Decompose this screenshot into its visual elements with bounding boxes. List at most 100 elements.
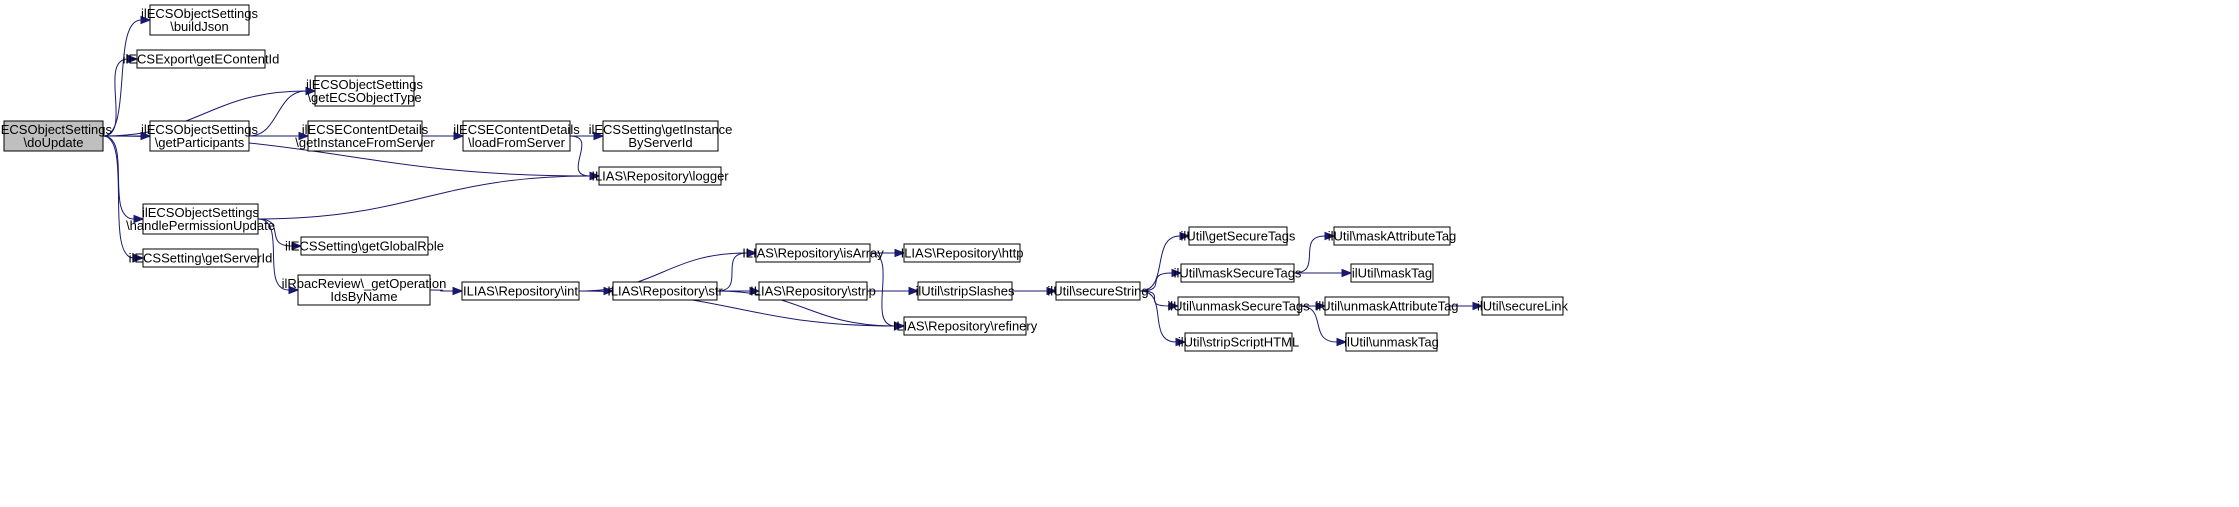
edge-loadFromServer-to-getInstanceByServerId bbox=[570, 131, 605, 141]
node-label: ILIAS\Repository\strip bbox=[750, 284, 876, 299]
node-label: ilECSSetting\getServerId bbox=[129, 251, 273, 266]
node-box bbox=[314, 75, 415, 107]
node-strip[interactable]: ILIAS\Repository\strip bbox=[750, 281, 876, 301]
node-box bbox=[1177, 296, 1300, 316]
node-isArray[interactable]: ILIAS\Repository\isArray bbox=[742, 243, 884, 263]
node-str[interactable]: ILIAS\Repository\str bbox=[607, 281, 723, 301]
node-box bbox=[1184, 332, 1293, 352]
arrowhead-icon bbox=[1472, 301, 1484, 311]
arrowhead-icon bbox=[894, 321, 906, 331]
node-getSecureTags[interactable]: ilUtil\getSecureTags bbox=[1181, 226, 1296, 246]
node-box bbox=[758, 281, 868, 301]
node-box bbox=[1345, 332, 1438, 352]
node-label: ilECSObjectSettings bbox=[142, 205, 260, 220]
node-stripSlashes[interactable]: ilUtil\stripSlashes bbox=[916, 281, 1015, 301]
arrowhead-icon bbox=[1046, 286, 1058, 296]
node-secureString[interactable]: ilUtil\secureString bbox=[1047, 281, 1149, 301]
node-getParticipants[interactable]: ilECSObjectSettings\getParticipants bbox=[141, 120, 259, 152]
node-box bbox=[462, 120, 571, 152]
node-box bbox=[903, 243, 1021, 263]
node-maskSecureTags[interactable]: ilUtil\maskSecureTags bbox=[1174, 263, 1302, 283]
node-getGlobalRole[interactable]: ilECSSetting\getGlobalRole bbox=[285, 236, 444, 256]
node-getEContentId[interactable]: ilECSExport\getEContentId bbox=[123, 49, 280, 69]
node-label: ilUtil\secureString bbox=[1047, 284, 1148, 299]
node-label: ilUtil\secureLink bbox=[1477, 299, 1569, 314]
node-label: \getECSObjectType bbox=[307, 90, 421, 105]
edge-line bbox=[569, 135, 591, 177]
node-label: ILIAS\Repository\refinery bbox=[893, 319, 1038, 334]
node-stripScriptHTML[interactable]: ilUtil\stripScriptHTML bbox=[1178, 332, 1299, 352]
node-box bbox=[612, 281, 718, 301]
node-getServerId[interactable]: ilECSSetting\getServerId bbox=[129, 248, 273, 268]
arrowhead-icon bbox=[305, 86, 317, 96]
node-doUpdate[interactable]: ilECSObjectSettings\doUpdate bbox=[0, 120, 113, 152]
edge-secureString-to-getSecureTags bbox=[1139, 231, 1191, 292]
edge-getParticipants-to-getECSObjectType bbox=[248, 86, 317, 137]
arrowhead-icon bbox=[1336, 337, 1348, 347]
node-label: ilUtil\maskTag bbox=[1352, 266, 1432, 281]
arrowhead-icon bbox=[593, 131, 605, 141]
node-refinery[interactable]: ILIAS\Repository\refinery bbox=[893, 316, 1038, 336]
node-getInstanceFromServer[interactable]: ilECSEContentDetails\getInstanceFromServ… bbox=[295, 120, 435, 152]
edge-maskSecureTags-to-maskAttributeTag bbox=[1293, 231, 1336, 274]
node-unmaskSecureTags[interactable]: ilUtil\unmaskSecureTags bbox=[1167, 296, 1310, 316]
node-secureLink[interactable]: ilUtil\secureLink bbox=[1477, 296, 1569, 316]
arrowhead-icon bbox=[1324, 231, 1336, 241]
arrowhead-icon bbox=[749, 286, 761, 296]
node-label: \getInstanceFromServer bbox=[295, 135, 435, 150]
edge-line bbox=[716, 252, 748, 292]
node-box bbox=[755, 243, 871, 263]
node-box bbox=[1350, 263, 1434, 283]
arrowhead-icon bbox=[1341, 268, 1353, 278]
edge-line bbox=[716, 290, 896, 327]
node-label: ilUtil\unmaskSecureTags bbox=[1167, 299, 1310, 314]
arrowhead-icon bbox=[1179, 231, 1191, 241]
edge-line bbox=[102, 58, 129, 137]
node-buildJson[interactable]: ilECSObjectSettings\buildJson bbox=[141, 4, 259, 36]
node-handlePermissionUpdate[interactable]: ilECSObjectSettings\handlePermissionUpda… bbox=[126, 203, 275, 235]
node-int[interactable]: ILIAS\Repository\int bbox=[461, 281, 580, 301]
node-unmaskTag[interactable]: ilUtil\unmaskTag bbox=[1344, 332, 1439, 352]
arrowhead-icon bbox=[1175, 337, 1187, 347]
node-http[interactable]: ILIAS\Repository\http bbox=[901, 243, 1024, 263]
node-logger[interactable]: ILIAS\Repository\logger bbox=[591, 166, 729, 186]
edge-line bbox=[257, 218, 290, 291]
node-unmaskAttributeTag[interactable]: ilUtil\unmaskAttributeTag bbox=[1315, 296, 1459, 316]
arrowhead-icon bbox=[133, 253, 145, 263]
edge-unmaskSecureTags-to-unmaskAttributeTag bbox=[1299, 301, 1327, 311]
node-box bbox=[307, 120, 423, 152]
node-label: ILIAS\Repository\http bbox=[901, 246, 1024, 261]
edge-line bbox=[257, 175, 591, 220]
node-label: \getParticipants bbox=[155, 135, 245, 150]
node-label: ilUtil\stripSlashes bbox=[916, 284, 1015, 299]
node-loadFromServer[interactable]: ilECSEContentDetails\loadFromServer bbox=[453, 120, 580, 152]
node-label: ILIAS\Repository\isArray bbox=[742, 246, 884, 261]
edge-line bbox=[248, 90, 307, 137]
node-box bbox=[602, 120, 719, 152]
arrowhead-icon bbox=[127, 54, 139, 64]
edge-isArray-to-http bbox=[870, 248, 906, 258]
node-label: ilRbacReview\_getOperation bbox=[282, 276, 447, 291]
node-maskTag[interactable]: ilUtil\maskTag bbox=[1350, 263, 1434, 283]
edge-unmaskSecureTags-to-unmaskTag bbox=[1298, 305, 1348, 347]
edge-line bbox=[869, 252, 896, 327]
node-getECSObjectType[interactable]: ilECSObjectSettings\getECSObjectType bbox=[306, 75, 424, 107]
edge-maskSecureTags-to-maskTag bbox=[1294, 268, 1353, 278]
node-label: ilECSObjectSettings bbox=[306, 77, 424, 92]
node-label: ilUtil\maskSecureTags bbox=[1174, 266, 1302, 281]
node-maskAttributeTag[interactable]: ilUtil\maskAttributeTag bbox=[1328, 226, 1457, 246]
node-label: ilECSEContentDetails bbox=[302, 122, 429, 137]
arrowhead-icon bbox=[133, 214, 145, 224]
node-label: ilECSObjectSettings bbox=[0, 122, 113, 137]
edge-strip-to-stripSlashes bbox=[866, 286, 920, 296]
node-label: ilECSEContentDetails bbox=[453, 122, 580, 137]
edge-getParticipants-to-getInstanceFromServer bbox=[249, 131, 310, 141]
edge-secureString-to-unmaskSecureTags bbox=[1139, 290, 1180, 311]
edge-line bbox=[1298, 305, 1338, 343]
arrowhead-icon bbox=[288, 285, 300, 295]
node-label: ilUtil\unmaskAttributeTag bbox=[1315, 299, 1458, 314]
node-box bbox=[1481, 296, 1564, 316]
